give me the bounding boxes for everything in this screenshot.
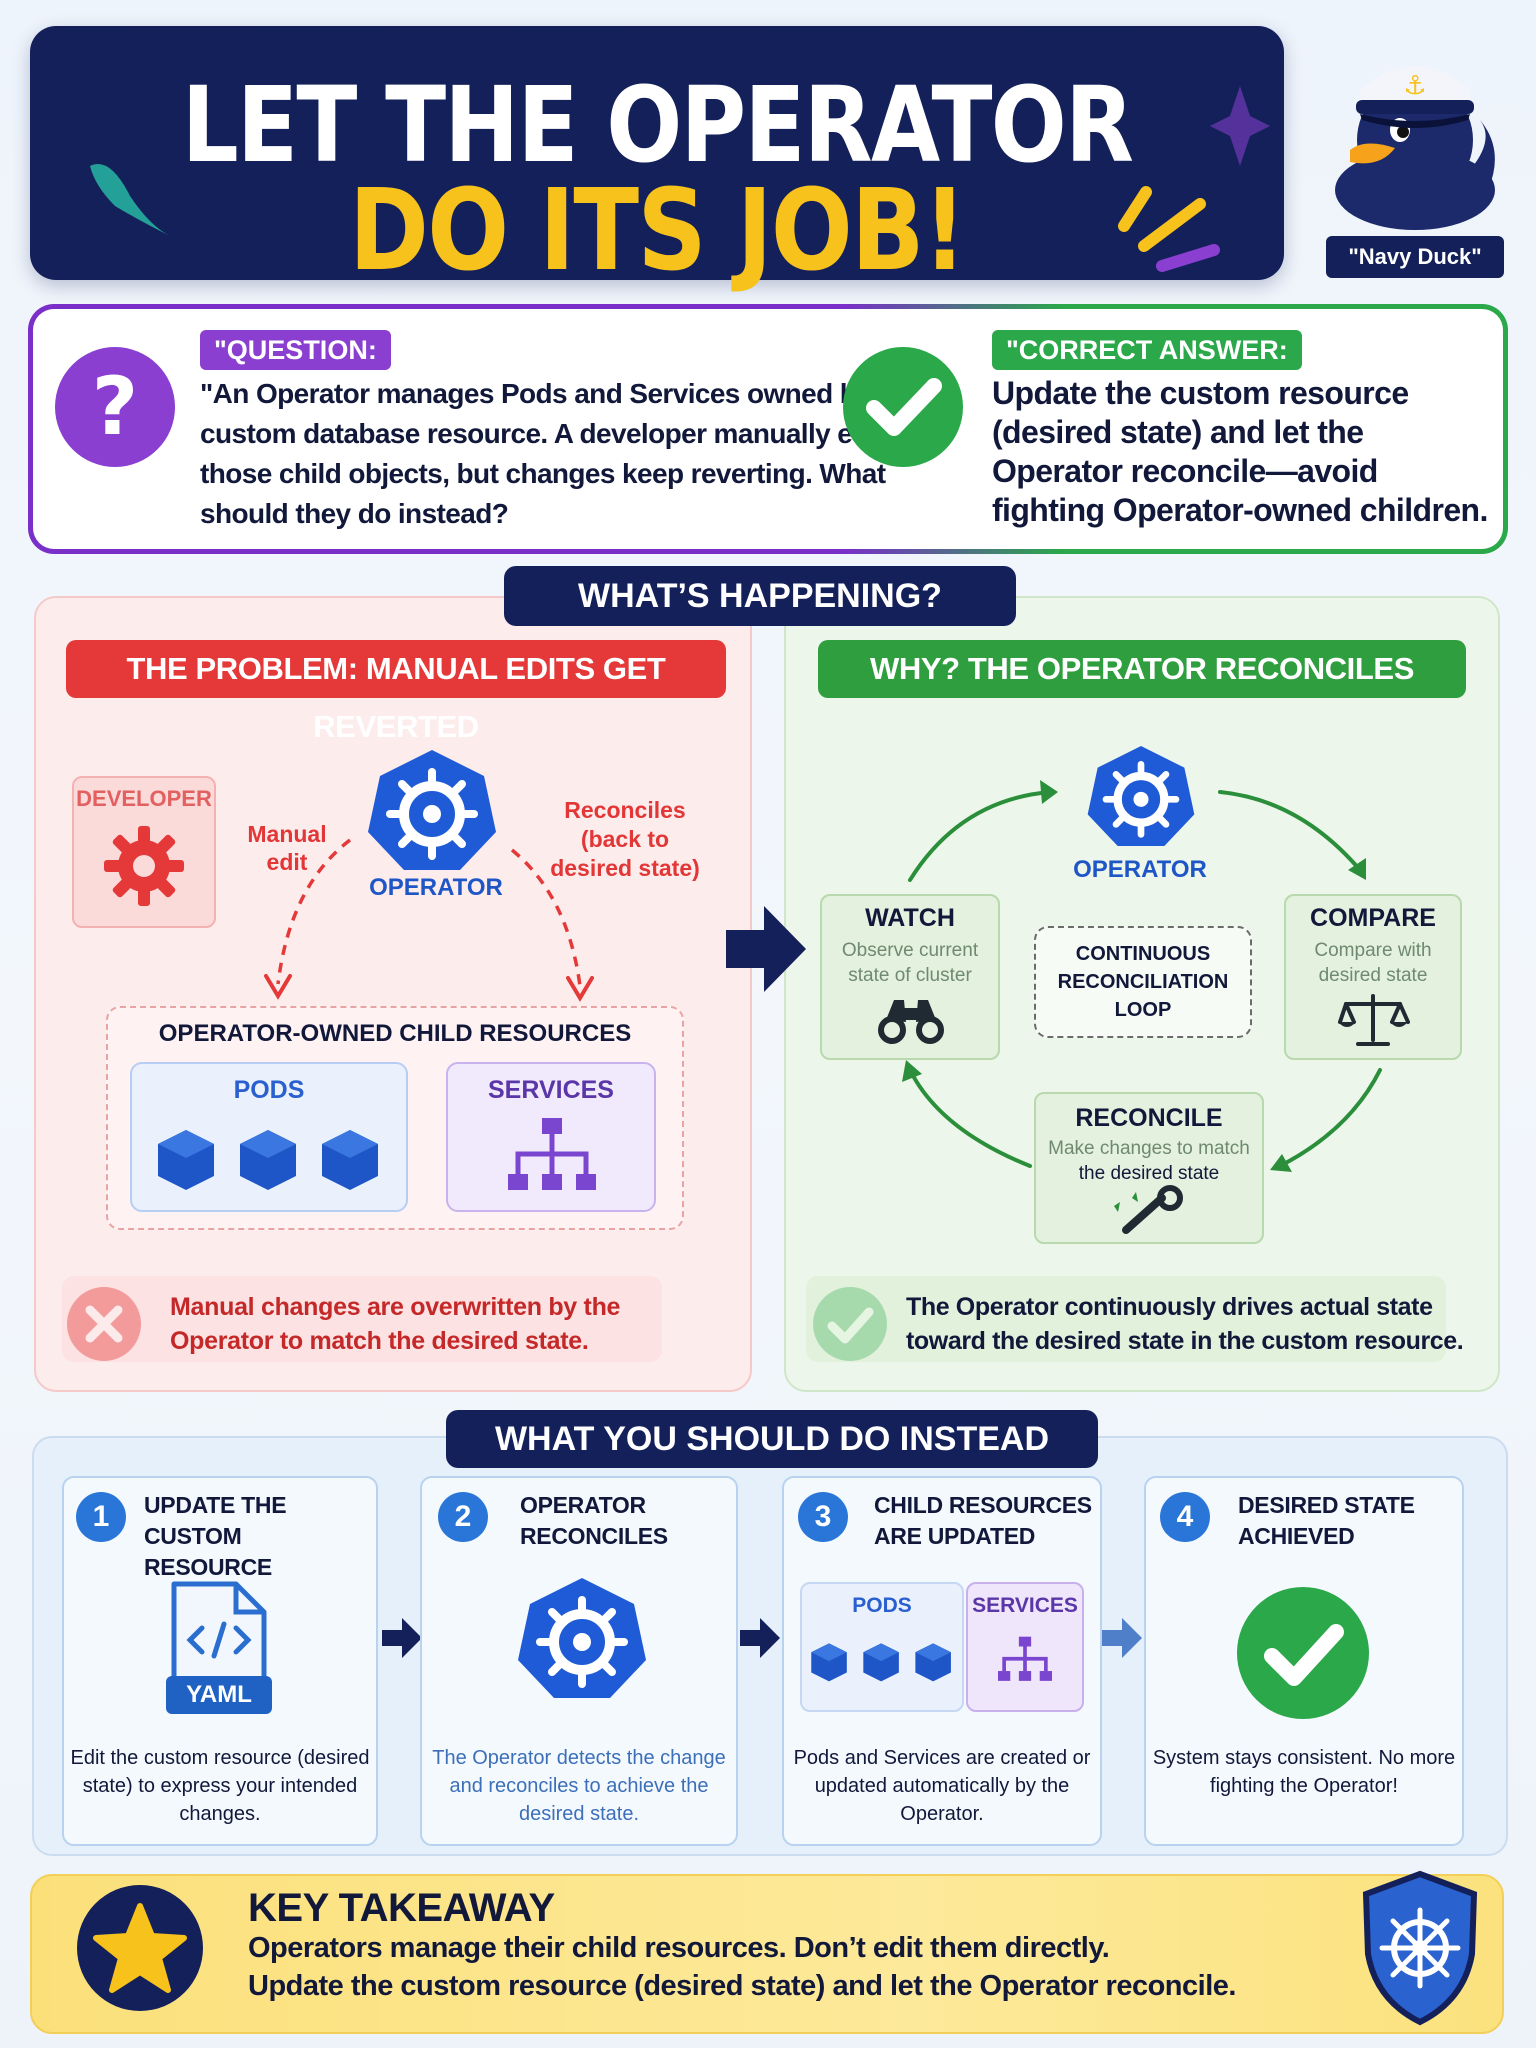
mascot-label: "Navy Duck" [1326, 236, 1504, 278]
gear-icon [104, 826, 184, 906]
mini-service-hierarchy-icon [998, 1636, 1052, 1681]
children-title: OPERATOR-OWNED CHILD RESOURCES [158, 1020, 632, 1047]
wrench-icon [1114, 1185, 1183, 1234]
operator-helm-icon-step [518, 1578, 646, 1698]
step-desc-1: Edit the custom resource (desired state)… [70, 1747, 370, 1825]
compare-title: COMPARE [1310, 904, 1436, 932]
problem-note: Manual changes are overwritten by the Op… [170, 1293, 621, 1355]
question-tag: "QUESTION: [200, 330, 391, 370]
solution-note-background [806, 1276, 1446, 1362]
compare-desc: Compare with desired state [1314, 940, 1432, 986]
reconciliation-loop-label: CONTINUOUS RECONCILIATION LOOP [1057, 943, 1229, 1021]
title-line-2: DO ITS JOB! [349, 166, 967, 296]
pod-cubes-icon [158, 1130, 378, 1190]
step-arrow-2 [740, 1618, 780, 1658]
pods-label: PODS [233, 1076, 305, 1104]
problem-panel [34, 596, 752, 1392]
mini-pods-label: PODS [852, 1594, 912, 1617]
operator-label: OPERATOR [369, 874, 503, 901]
operator-label-right: OPERATOR [1073, 856, 1207, 883]
step-title-4: DESIRED STATE ACHIEVED [1238, 1492, 1415, 1549]
yaml-file-icon [171, 1581, 267, 1691]
services-label: SERVICES [488, 1076, 614, 1104]
operator-helm-icon [368, 750, 496, 870]
step-desc-2: The Operator detects the change and reco… [432, 1747, 726, 1825]
manual-edit-arrow [264, 838, 352, 1000]
sparkle-decoration-left [90, 164, 170, 236]
reconcile-header: WHY? THE OPERATOR RECONCILES [818, 640, 1466, 698]
reconcile-revert-arrow [510, 848, 594, 1002]
step-number-2: 2 [438, 1492, 488, 1542]
title-banner: LET THE OPERATOR DO ITS JOB! [30, 26, 1284, 296]
step-desc-3: Pods and Services are created or updated… [793, 1747, 1091, 1825]
reconcile-title: RECONCILE [1075, 1104, 1223, 1132]
svg-text:?: ? [92, 360, 138, 453]
takeaway-line-1: Operators manage their child resources. … [248, 1932, 1110, 1964]
step-arrow-3 [1102, 1618, 1142, 1658]
takeaway-line-2: Update the custom resource (desired stat… [248, 1970, 1236, 2002]
cycle-arrows [902, 780, 1382, 1172]
reconciles-label: Reconciles (back to desired state) [550, 797, 700, 881]
reconcile-card [1034, 1092, 1264, 1244]
question-mark-icon: ? [55, 347, 175, 467]
manual-edit-label: Manual edit [247, 821, 327, 875]
big-check-icon [1237, 1587, 1369, 1719]
yaml-label: YAML [166, 1676, 272, 1714]
navy-duck-mascot-icon: ⚓ [1335, 66, 1495, 230]
whats-happening-title: WHAT’S HAPPENING? [504, 566, 1016, 626]
reconcile-desc-line-1: Make changes to match [1048, 1138, 1250, 1159]
mini-services-box [966, 1582, 1084, 1712]
answer-text: Update the custom resource (desired stat… [992, 375, 1488, 528]
problem-header: THE PROBLEM: MANUAL EDITS GET REVERTED [66, 640, 726, 744]
binoculars-icon [878, 1000, 944, 1044]
step-arrow-1 [382, 1618, 422, 1658]
operator-helm-icon-right [1087, 746, 1195, 846]
question-text: "An Operator manages Pods and Services o… [200, 378, 900, 529]
solution-note: The Operator continuously drives actual … [906, 1293, 1464, 1355]
watch-card [820, 894, 1000, 1060]
check-mark-icon [843, 347, 963, 467]
reconcile-desc: Make changes to match the desired state [1034, 1136, 1264, 1186]
step-number-1: 1 [76, 1492, 126, 1542]
service-hierarchy-icon [508, 1118, 596, 1190]
step-title-3: CHILD RESOURCES ARE UPDATED [874, 1492, 1092, 1549]
step-title-2: OPERATOR RECONCILES [520, 1492, 668, 1549]
watch-desc: Observe current state of cluster [841, 940, 979, 986]
key-takeaway-panel [30, 1874, 1504, 2034]
developer-label: DEVELOPER [76, 786, 212, 811]
reconcile-desc-line-2: the desired state [1078, 1163, 1220, 1184]
kubernetes-shield-icon [1362, 1870, 1478, 2026]
balance-scale-icon [1338, 994, 1410, 1046]
step-title-1: UPDATE THE CUSTOM RESOURCE [144, 1492, 287, 1580]
mini-pod-cubes-icon [811, 1643, 951, 1682]
sparkle-decoration-right [1210, 86, 1270, 166]
mini-services-label: SERVICES [972, 1594, 1078, 1617]
star-icon [77, 1885, 203, 2011]
title-line-1: LET THE OPERATOR [181, 64, 1134, 186]
step-number-4: 4 [1160, 1492, 1210, 1542]
watch-title: WATCH [865, 904, 955, 932]
burst-lines-icon [1118, 186, 1220, 272]
answer-tag: "CORRECT ANSWER: [992, 330, 1302, 370]
problem-note-background [62, 1276, 662, 1362]
takeaway-title: KEY TAKEAWAY [248, 1886, 555, 1930]
step-desc-4: System stays consistent. No more fightin… [1152, 1747, 1456, 1797]
big-right-arrow-icon [726, 906, 806, 992]
step-number-3: 3 [798, 1492, 848, 1542]
reconciliation-loop-box [1034, 926, 1252, 1038]
svg-text:⚓: ⚓ [1403, 71, 1426, 101]
instead-title: WHAT YOU SHOULD DO INSTEAD [446, 1410, 1098, 1468]
